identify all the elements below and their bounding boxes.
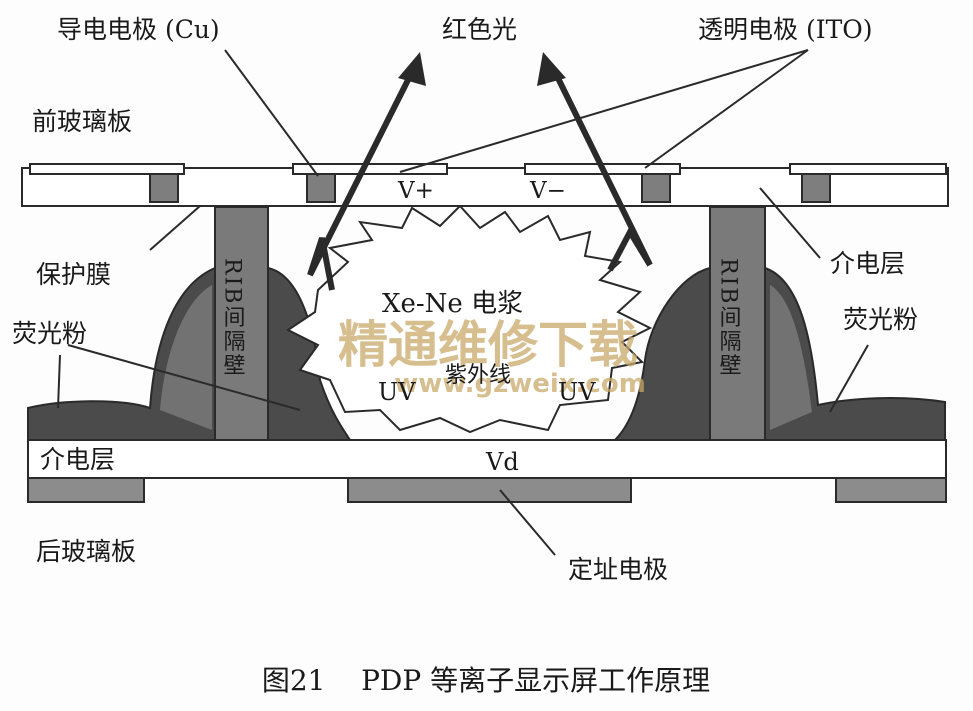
label-phosphor-left: 荧光粉 bbox=[12, 319, 87, 348]
leader-ito-2 bbox=[644, 49, 809, 169]
phosphor-right-mound bbox=[764, 266, 946, 441]
label-vd: Vd bbox=[485, 448, 519, 476]
phosphor-right-inner bbox=[612, 266, 711, 441]
red-light-arrow-right bbox=[552, 70, 653, 272]
leader-phosphor-left-2 bbox=[57, 354, 61, 409]
rib-right bbox=[709, 206, 766, 441]
cu-electrode-1 bbox=[149, 173, 179, 203]
label-dielectric-top: 介电层 bbox=[830, 249, 905, 278]
leader-protective-film bbox=[149, 205, 201, 251]
label-phosphor-right: 荧光粉 bbox=[843, 305, 918, 334]
leader-lines bbox=[57, 49, 869, 556]
light-arrows bbox=[307, 70, 653, 291]
label-rear-glass: 后玻璃板 bbox=[36, 537, 136, 566]
plasma-discharge bbox=[286, 204, 653, 434]
watermark-url: www.gzweix.com bbox=[394, 369, 646, 399]
ito-electrode-4 bbox=[789, 163, 947, 175]
leader-cu bbox=[224, 49, 319, 177]
label-ultraviolet: 紫外线 bbox=[445, 363, 511, 388]
red-light-arrow-left bbox=[307, 70, 415, 291]
label-uv-right: UV bbox=[558, 378, 596, 406]
phosphor-left-inner bbox=[267, 266, 352, 441]
arrow-head-right bbox=[537, 52, 566, 86]
label-uv-left: UV bbox=[378, 378, 416, 406]
leader-ito-1 bbox=[399, 49, 809, 173]
figure-caption: 图21 PDP 等离子显示屏工作原理 bbox=[262, 664, 710, 697]
address-electrode-left bbox=[27, 477, 145, 503]
ito-electrode-1 bbox=[29, 163, 185, 175]
cu-electrode-4 bbox=[801, 173, 831, 203]
label-rib-right: RIB间隔壁 bbox=[716, 258, 742, 377]
leader-dielectric-top bbox=[759, 187, 821, 259]
leader-phosphor-left-1 bbox=[67, 344, 301, 411]
label-v-minus: V− bbox=[529, 178, 566, 204]
label-rib-left: RIB间隔壁 bbox=[220, 258, 246, 377]
cu-electrode-2 bbox=[306, 173, 336, 203]
label-dielectric-bottom: 介电层 bbox=[40, 445, 115, 474]
watermark-cn: 精通维修下载 bbox=[338, 316, 638, 374]
leader-phosphor-right bbox=[829, 344, 869, 413]
label-transparent-electrode: 透明电极 (ITO) bbox=[698, 15, 873, 44]
label-v-plus: V+ bbox=[397, 178, 434, 204]
label-red-light: 红色光 bbox=[442, 15, 517, 44]
address-electrode-right bbox=[835, 477, 947, 503]
leader-address bbox=[499, 489, 556, 556]
label-address-electrode: 定址电极 bbox=[568, 555, 668, 584]
arrow-heads bbox=[398, 52, 566, 86]
address-electrodes bbox=[27, 477, 947, 503]
watermark: 精通维修下载 www.gzweix.com bbox=[338, 316, 646, 399]
label-front-glass: 前玻璃板 bbox=[32, 107, 132, 136]
address-electrode-center bbox=[347, 477, 632, 503]
arrow-head-left bbox=[398, 52, 426, 86]
ito-electrode-2 bbox=[292, 163, 448, 175]
label-conductive-electrode: 导电电极 (Cu) bbox=[57, 15, 220, 44]
light-phosphor-highlights bbox=[160, 285, 812, 430]
label-protective-film: 保护膜 bbox=[36, 260, 111, 289]
label-plasma: Xe-Ne 电浆 bbox=[382, 289, 523, 319]
cu-electrodes bbox=[149, 173, 831, 203]
cu-electrode-3 bbox=[641, 173, 671, 203]
